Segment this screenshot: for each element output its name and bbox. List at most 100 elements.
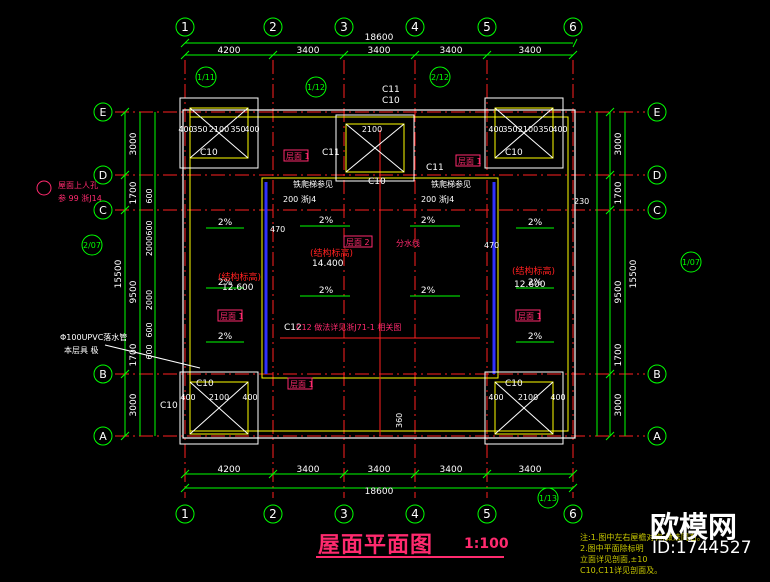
tag-c10-top: C10 [382, 96, 400, 106]
c-tags: C11 C10 C11 C11 C10 C10 C10 C10 C10 C10 … [160, 85, 523, 411]
elev-caption-right: (结构标高) [512, 265, 555, 277]
roof-tag-3: 层面 1 [220, 312, 244, 321]
axis-row-c-right: C [653, 204, 661, 217]
dim-bottom-2: 3400 [297, 465, 320, 475]
cb-dim-5: 400 [244, 125, 259, 134]
dim-right-total: 15500 [629, 259, 639, 288]
cb-dim-15: 2100 [518, 393, 538, 402]
dim-right-4: 1700 [614, 343, 624, 366]
tag-c10-ll: C10 [196, 379, 214, 389]
dim-right-3: 9500 [614, 280, 624, 303]
watermark-brand: 欧模网 [650, 510, 738, 544]
access-note: 屋面上人孔 [58, 181, 98, 190]
dim-bottom-3: 3400 [368, 465, 391, 475]
slope-4: 2% [319, 216, 334, 226]
drawing-title: 屋面平面图 [318, 533, 434, 558]
roof-tag-1: 层面 1 [286, 152, 310, 161]
tag-c11-right: C11 [426, 163, 444, 173]
slope-labels: 2% 2% 2% 2% 2% 2% 2% 2% 2% 2% [218, 216, 543, 342]
elev-caption-mid: (结构标高) [310, 247, 353, 259]
num-470-left: 470 [270, 225, 285, 234]
tag-c10-mid: C10 [368, 177, 386, 187]
cb-dim-2: 350 [192, 125, 207, 134]
ref-1-13: 1/13 [539, 494, 557, 503]
note-line-2: 2.图中平面除标明 [580, 544, 644, 553]
num-470-right: 470 [484, 241, 499, 250]
axis-col-3-bottom: 3 [340, 507, 348, 521]
inner-dim-6: 600 [145, 344, 154, 359]
axis-row-d: D [99, 169, 107, 182]
watermark-id: ID:1744527 [652, 538, 752, 558]
dim-top-4: 3400 [440, 46, 463, 56]
tag-c10-ul: C10 [200, 148, 218, 158]
ref-1-07: 1/07 [682, 258, 700, 267]
axis-labels-top: 1 2 3 4 5 6 [181, 20, 577, 34]
axis-col-6-bottom: 6 [569, 507, 577, 521]
slope-5: 2% [421, 216, 436, 226]
tag-c12: C12 [284, 323, 302, 333]
ladder-ref-left: 200 浙J4 [283, 194, 316, 204]
dim-text-left: 3000 1700 9500 1700 3000 15500 [114, 132, 139, 416]
cb-dim-7: 350 [502, 125, 517, 134]
dim-bottom-4: 3400 [440, 465, 463, 475]
roof-tag-4: 层面 1 [518, 312, 542, 321]
tag-c10-ur: C10 [505, 148, 523, 158]
axis-row-c: C [99, 204, 107, 217]
dim-left-1: 3000 [129, 132, 139, 155]
cb-dim-4: 350 [230, 125, 245, 134]
ladder-note-left: 铁爬梯参见 [293, 179, 333, 189]
dim-right-5: 3000 [614, 393, 624, 416]
tag-c10-ll2: C10 [160, 401, 178, 411]
dim-bottom-5: 3400 [519, 465, 542, 475]
dim-total-bottom: 18600 [365, 487, 394, 497]
axis-col-1-bottom: 1 [181, 507, 189, 521]
dim-top-1: 4200 [218, 46, 241, 56]
dim-total-top: 18600 [365, 33, 394, 43]
dim-bottom-1: 4200 [218, 465, 241, 475]
dim-left-2: 1700 [129, 181, 139, 204]
note-line-1: 注:1.图中左右屋檐对称,做法同右。 [580, 533, 705, 542]
slope-3: 2% [218, 332, 233, 342]
ref-2-12: 2/12 [431, 73, 449, 82]
ref-2-07: 2/07 [83, 241, 101, 250]
cb-dim-8: 2100 [518, 125, 538, 134]
drawing-scale: 1:100 [464, 536, 509, 552]
axis-row-e: E [100, 106, 107, 119]
axis-row-d-right: D [653, 169, 661, 182]
roof-tag-2: 层面 1 [458, 157, 482, 166]
roof-tags: 层面 1 层面 1 层面 1 层面 1 层面 1 层面 2 [217, 149, 542, 390]
axis-row-b: B [99, 368, 107, 381]
axis-col-3: 3 [340, 20, 348, 34]
slope-arrows [206, 225, 554, 343]
axis-row-e-right: E [654, 106, 661, 119]
slope-2: 2% [218, 278, 233, 288]
cb-dim-14: 400 [488, 393, 503, 402]
ladder-note-right: 铁爬梯参见 [431, 179, 471, 189]
inner-dim-3: 2000 [145, 236, 154, 256]
axis-row-a-right: A [653, 430, 661, 443]
dim-top-2: 3400 [297, 46, 320, 56]
cb-dim-13: 400 [242, 393, 257, 402]
axis-col-6: 6 [569, 20, 577, 34]
dim-left-total: 15500 [114, 259, 124, 288]
cb-dim-1: 400 [178, 125, 193, 134]
note-line-4: C10,C11详见剖面及。 [580, 566, 663, 575]
inner-dim-4: 2000 [145, 290, 154, 310]
cb-dim-3: 2100 [209, 125, 229, 134]
ref-1-12: 1/12 [307, 83, 325, 92]
axis-col-5-bottom: 5 [483, 507, 491, 521]
roof-tag-6: 层面 2 [346, 238, 370, 247]
dim-left-5: 3000 [129, 393, 139, 416]
slope-1: 2% [218, 218, 233, 228]
gutter-note: 分水线 [396, 238, 420, 248]
corner-pavilions [179, 97, 564, 445]
drain-note2: 本层具 极 [64, 345, 99, 355]
elev-left: 12.600 [222, 283, 254, 293]
dim-text-right: 3000 1700 9500 1700 3000 15500 [614, 132, 639, 416]
axis-row-b-right: B [653, 368, 661, 381]
slope-10: 2% [528, 332, 543, 342]
slope-8: 2% [528, 218, 543, 228]
inner-dim-1: 600 [145, 188, 154, 203]
axis-col-4-bottom: 4 [411, 507, 419, 521]
